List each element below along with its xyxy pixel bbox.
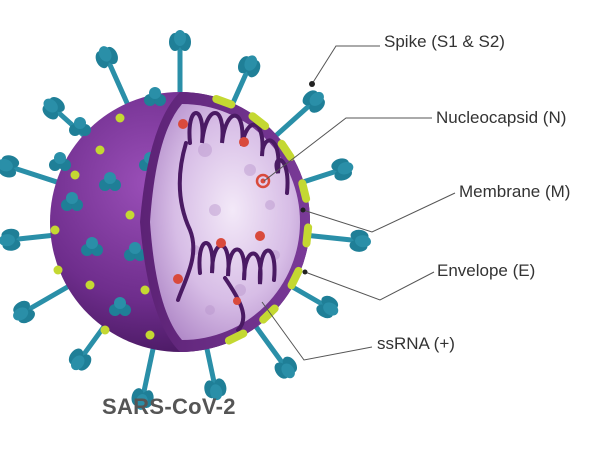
envelope-protein-dot xyxy=(140,285,150,295)
spike-lobe xyxy=(70,355,85,371)
envelope-protein-dot xyxy=(85,280,95,290)
envelope-protein-dot xyxy=(145,330,155,340)
rna-strand xyxy=(176,141,246,332)
spike-lobe xyxy=(337,162,354,175)
diagram-title: SARS-CoV-2 xyxy=(102,394,236,419)
ssrna-leader-line xyxy=(261,301,373,361)
envelope-protein-pill xyxy=(224,329,248,345)
rna-loops-lower xyxy=(197,241,277,285)
spike-leader-line xyxy=(311,45,380,85)
envelope-protein-pill xyxy=(277,139,295,162)
spike-head xyxy=(95,46,118,69)
spike-lobe xyxy=(244,55,258,71)
spike-stalk xyxy=(271,101,314,141)
spike-cluster xyxy=(99,172,121,191)
spike-cluster xyxy=(144,87,166,106)
spike-head xyxy=(13,300,35,324)
cluster-lobe xyxy=(74,117,86,129)
spike-lobe xyxy=(43,98,58,113)
envelope-protein-dot xyxy=(100,325,110,335)
spike-head xyxy=(204,378,227,401)
interior-texture xyxy=(190,143,280,315)
spike-stalk xyxy=(251,321,286,367)
cluster-lobe xyxy=(104,172,116,184)
spike-lobe xyxy=(135,394,148,410)
envelope-protein-pill xyxy=(302,223,313,248)
nucleocapsid-label: Nucleocapsid (N) xyxy=(436,108,567,127)
envelope-protein-pill xyxy=(212,94,236,109)
envelope-proteins-rim xyxy=(212,94,313,345)
leader-lines xyxy=(261,45,456,361)
cluster-lobe xyxy=(86,237,98,249)
spike-stalk xyxy=(228,67,251,110)
envelope-label: Envelope (E) xyxy=(437,261,536,280)
spike-stalk xyxy=(297,168,341,186)
spike-lobe xyxy=(98,46,112,62)
spike-cluster xyxy=(109,297,131,316)
spike-lobe xyxy=(174,30,186,46)
spike-lobe xyxy=(355,235,371,248)
spike-stalk xyxy=(25,282,74,313)
envelope-protein-dot xyxy=(115,113,125,123)
spike-cluster xyxy=(49,152,71,171)
spike-label: Spike (S1 & S2) xyxy=(384,32,505,51)
nucleocapsid-leader-line xyxy=(263,117,432,182)
spike-head xyxy=(302,90,325,113)
spike-head xyxy=(68,348,92,371)
spike-cluster xyxy=(124,242,146,261)
spike-stalk xyxy=(286,282,327,308)
spike-stalk xyxy=(12,232,58,242)
spike-lobe xyxy=(309,91,324,106)
spike-stalk xyxy=(203,342,218,387)
spike-head xyxy=(274,356,298,379)
spike-head xyxy=(0,155,20,178)
envelope-leader-line xyxy=(304,271,435,301)
spike-lobe xyxy=(13,307,29,321)
spike-head xyxy=(316,295,339,319)
spike-cluster xyxy=(81,237,103,256)
envelope-protein-pill xyxy=(298,179,311,203)
cluster-lobe xyxy=(66,192,78,204)
envelope-protein-pill xyxy=(287,266,303,290)
spike-head xyxy=(349,229,371,252)
spike-lobe xyxy=(281,363,295,379)
spike-cluster xyxy=(69,117,91,136)
membrane-label: Membrane (M) xyxy=(459,182,571,201)
spike-lobe xyxy=(323,302,339,316)
cluster-lobe xyxy=(129,242,141,254)
envelope-protein-dot xyxy=(53,265,63,275)
cluster-lobe xyxy=(54,152,66,164)
envelope-protein-dot xyxy=(50,225,60,235)
membrane-leader-line xyxy=(302,192,456,233)
spike-head xyxy=(131,388,154,410)
nucleocapsid-proteins xyxy=(173,119,271,305)
spike-head xyxy=(42,97,65,120)
cluster-lobe xyxy=(114,297,126,309)
spike-cluster xyxy=(61,192,83,211)
spike-lobe xyxy=(210,384,223,401)
spike-lobe xyxy=(0,234,15,247)
spike-lobe xyxy=(0,158,13,172)
spike-stalk xyxy=(140,342,157,397)
envelope-protein-dot xyxy=(70,170,80,180)
spike-head xyxy=(169,30,191,51)
ssrna-label: ssRNA (+) xyxy=(377,334,455,353)
spike-stalk xyxy=(105,58,132,110)
spike-proteins xyxy=(0,30,371,410)
envelope-protein-pill xyxy=(259,304,279,324)
envelope-protein-dot xyxy=(125,210,135,220)
leader-endpoints xyxy=(300,81,315,275)
spike-head xyxy=(237,55,261,78)
envelope-protein-dot xyxy=(95,145,105,155)
envelope-protein-pill xyxy=(248,112,270,131)
spike-head xyxy=(0,228,21,251)
cluster-lobe xyxy=(149,87,161,99)
spike-stalk xyxy=(10,165,63,186)
spike-stalk xyxy=(302,232,358,243)
spike-head xyxy=(331,158,354,181)
